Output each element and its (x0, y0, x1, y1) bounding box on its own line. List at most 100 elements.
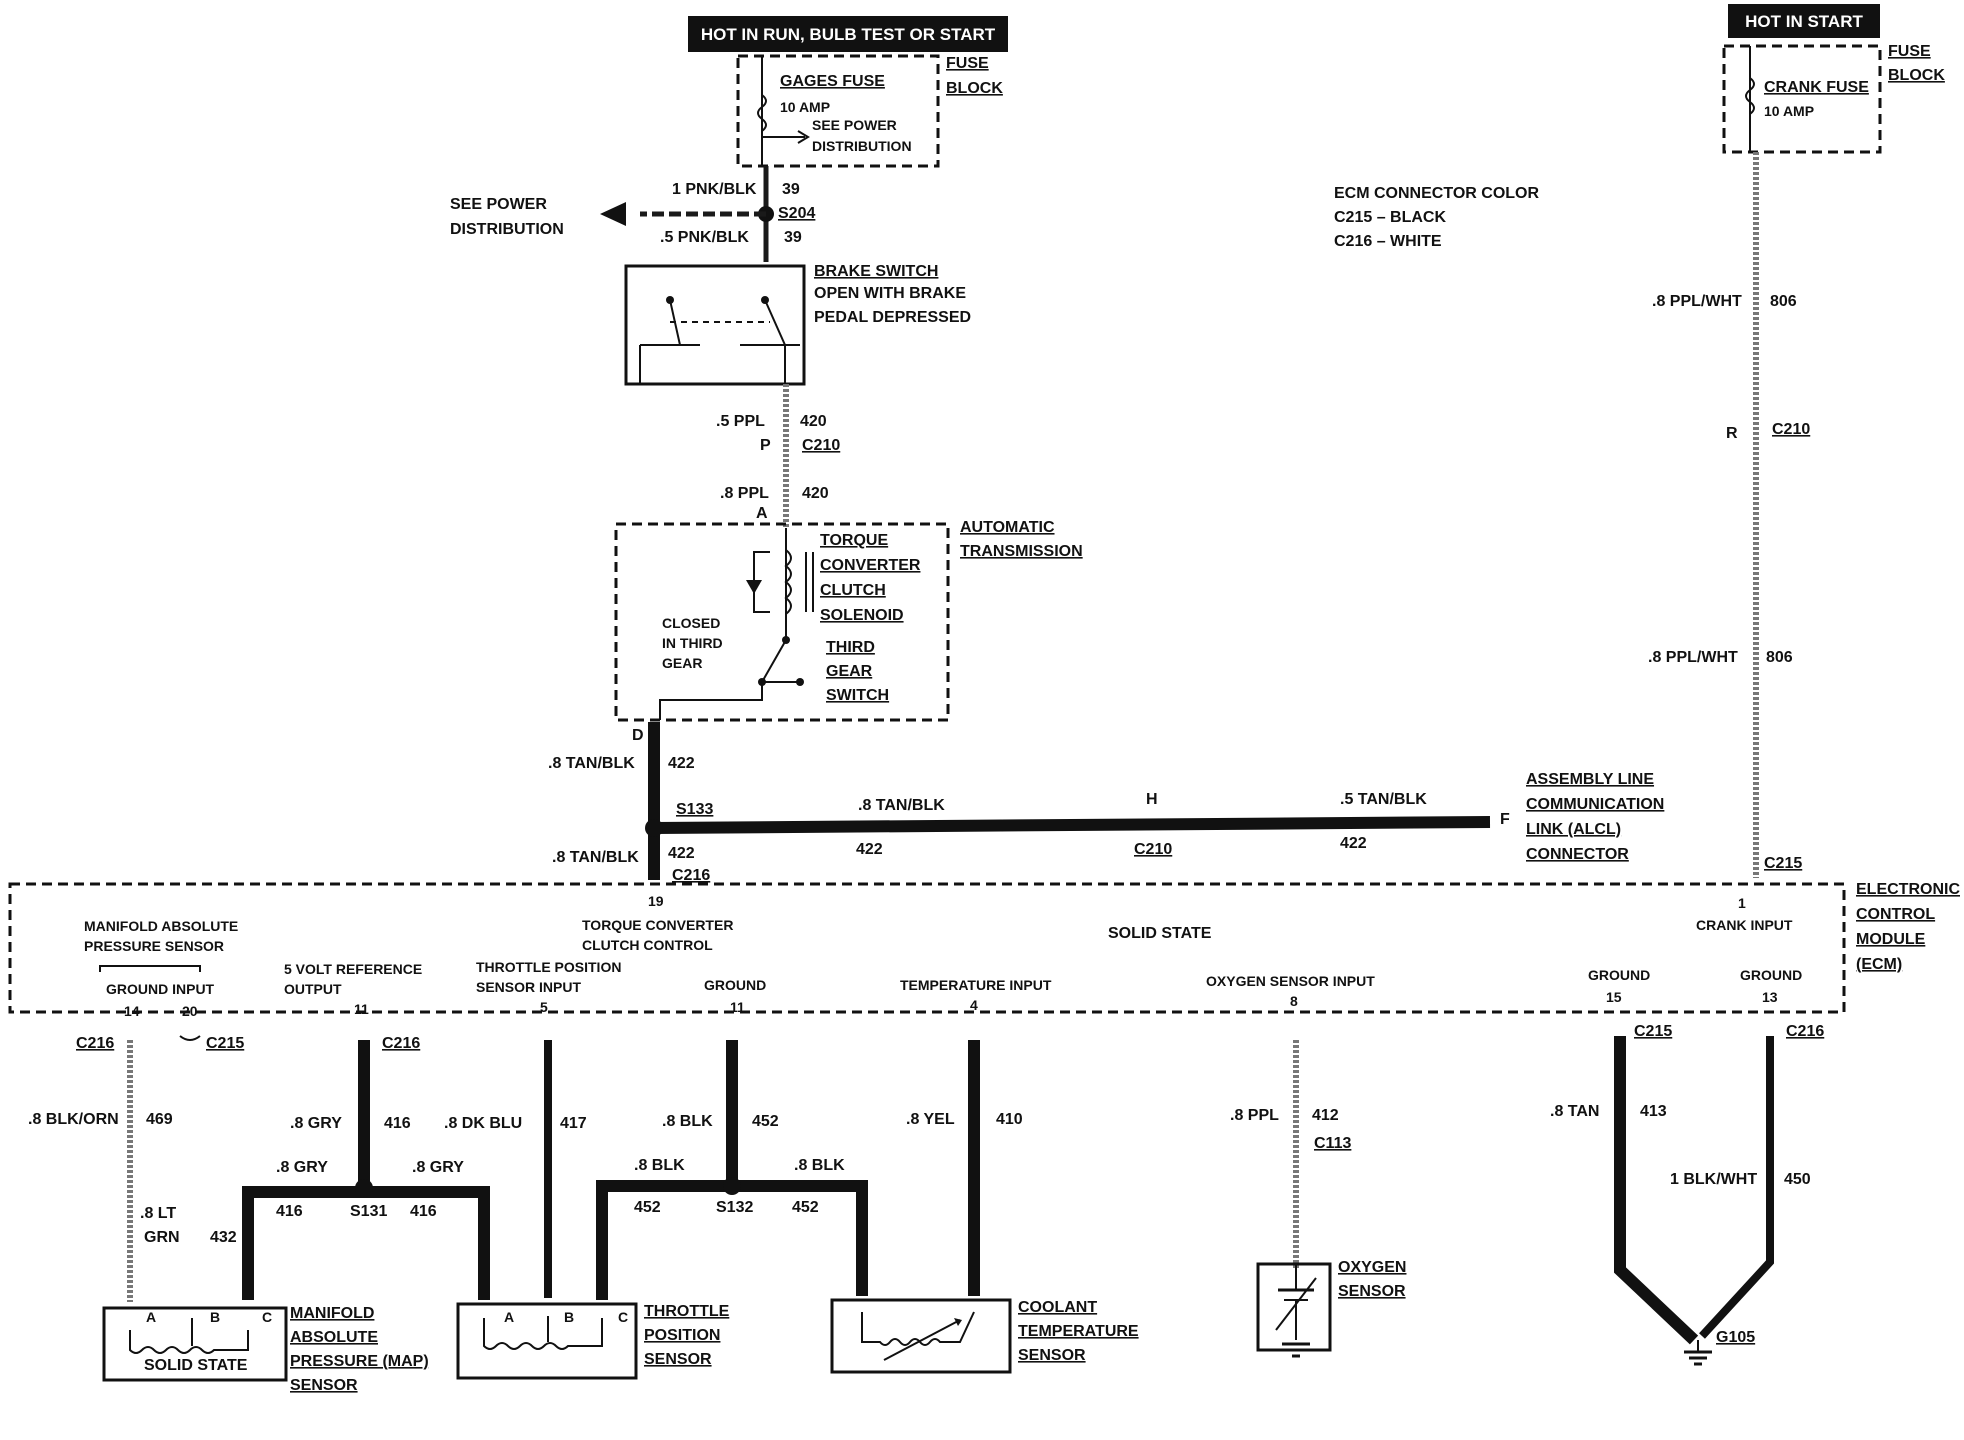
wire-label-5-pnk-blk: .5 PNK/BLK (660, 229, 749, 246)
cts-label-2: TEMPERATURE (1018, 1323, 1139, 1340)
tcc-label-3: CLUTCH (820, 582, 886, 599)
wire-label-8-tan-blk-c: .8 TAN/BLK (552, 849, 639, 866)
o2-label-1: OXYGEN (1338, 1259, 1406, 1276)
ecm-label-3: MODULE (1856, 931, 1926, 948)
connector-c210b: C210 (1134, 841, 1172, 858)
map-pin-b: B (210, 1309, 220, 1325)
banner-hot-in-start-text: HOT IN START (1745, 12, 1863, 31)
wire-label-806b: 806 (1766, 649, 1793, 666)
connector-c215b: C215 (1634, 1023, 1672, 1040)
ecm-pin-5: 5 (540, 999, 548, 1015)
wire-label-8-tan-blk-b: .8 TAN/BLK (858, 797, 945, 814)
connector-p: P (760, 437, 771, 454)
wire-452: .8 BLK 452 .8 BLK .8 BLK 452 S132 452 (596, 1040, 868, 1300)
ground-icon (1282, 1342, 1310, 1358)
ecm-pin-19: 19 (648, 893, 664, 909)
wire-label-blk-orn: .8 BLK/ORN (28, 1111, 119, 1128)
ground-g105: G105 (1716, 1329, 1755, 1346)
auto-trans-label-1: AUTOMATIC (960, 519, 1055, 536)
splice-s204-label: S204 (778, 205, 815, 222)
third-gear-switch-1: THIRD (826, 639, 875, 656)
tps-pin-a: A (504, 1309, 514, 1325)
ecm-label-1: ELECTRONIC (1856, 881, 1960, 898)
wire-label-8-ppl-wht-b: .8 PPL/WHT (1648, 649, 1738, 666)
splice-s131-label: S131 (350, 1203, 387, 1220)
splice-s132 (723, 1177, 741, 1195)
wire-label-422c: 422 (1340, 835, 1367, 852)
wire-413-450: C215 C216 .8 TAN 413 1 BLK/WHT 450 G105 (1550, 1023, 1824, 1366)
wire-label-422d: 422 (668, 845, 695, 862)
wire-label-blk-c: .8 BLK (794, 1157, 845, 1174)
alcl-label-4: CONNECTOR (1526, 846, 1629, 863)
wire-label-1-pnk-blk: 1 PNK/BLK (672, 181, 757, 198)
ecm-tps-2: SENSOR INPUT (476, 979, 581, 995)
tps-label-3: SENSOR (644, 1351, 712, 1368)
closed-third-2: IN THIRD (662, 635, 723, 651)
throttle-position-sensor: A B C THROTTLE POSITION SENSOR (456, 1302, 730, 1380)
ecm-solid-state: SOLID STATE (1108, 925, 1212, 942)
wire-label-8-ppl-wht-a: .8 PPL/WHT (1652, 293, 1742, 310)
wire-label-469: 469 (146, 1111, 173, 1128)
alcl-connector: ASSEMBLY LINE COMMUNICATION LINK (ALCL) … (1526, 771, 1664, 863)
wire-label-452a: 452 (752, 1113, 779, 1130)
wire-label-416b: 416 (276, 1203, 303, 1220)
map-sensor: A B C SOLID STATE MANIFOLD ABSOLUTE PRES… (102, 1305, 429, 1394)
brake-switch: BRAKE SWITCH OPEN WITH BRAKE PEDAL DEPRE… (624, 263, 971, 386)
ecm-pin-11b: 11 (730, 999, 745, 1015)
splice-s132-label: S132 (716, 1199, 753, 1216)
ecm-connector-c215: C215 – BLACK (1334, 209, 1446, 226)
ecm-map-1: MANIFOLD ABSOLUTE (84, 918, 238, 934)
alcl-label-1: ASSEMBLY LINE (1526, 771, 1654, 788)
wire-410: .8 YEL 410 (906, 1040, 1023, 1296)
wire-label-39b: 39 (784, 229, 802, 246)
wire-422: D .8 TAN/BLK 422 S133 .8 TAN/BLK 422 H C… (548, 722, 1510, 884)
wire-label-lt-grn-1: .8 LT (140, 1205, 176, 1222)
brake-switch-label-1: BRAKE SWITCH (814, 263, 938, 280)
automatic-transmission: TORQUE CONVERTER CLUTCH SOLENOID CLOSED … (614, 519, 1083, 722)
tcc-label-1: TORQUE (820, 532, 888, 549)
wire-412: .8 PPL 412 C113 (1230, 1040, 1351, 1268)
wire-label-417: 417 (560, 1115, 587, 1132)
crank-fuse-amp: 10 AMP (1764, 103, 1814, 119)
wire-label-lt-grn-2: GRN (144, 1229, 180, 1246)
map-solid-state: SOLID STATE (144, 1357, 248, 1374)
brake-switch-label-3: PEDAL DEPRESSED (814, 309, 971, 326)
ecm-ground-c: GROUND (1740, 967, 1802, 983)
ecm-pin-11a: 11 (354, 1001, 369, 1017)
ecm-pin-13: 13 (1762, 989, 1778, 1005)
ecm-label-2: CONTROL (1856, 906, 1935, 923)
connector-d: D (632, 727, 644, 744)
connector-c113: C113 (1314, 1135, 1351, 1152)
wire-label-413: 413 (1640, 1103, 1667, 1120)
wire-420: .5 PPL 420 P C210 .8 PPL 420 A (716, 384, 840, 528)
ecm-tcc-1: TORQUE CONVERTER (582, 917, 733, 933)
banner-hot-in-start: HOT IN START (1728, 4, 1880, 38)
wire-label-39a: 39 (782, 181, 800, 198)
wire-469: C216 C215 .8 BLK/ORN 469 .8 LT GRN 432 (28, 1035, 244, 1302)
connector-c210c: C210 (1772, 421, 1810, 438)
third-gear-switch-2: GEAR (826, 663, 873, 680)
wire-label-gry-c: .8 GRY (412, 1159, 464, 1176)
ecm-connector-color-title: ECM CONNECTOR COLOR (1334, 185, 1539, 202)
wire-label-5-tan-blk: .5 TAN/BLK (1340, 791, 1427, 808)
alcl-label-3: LINK (ALCL) (1526, 821, 1621, 838)
wire-label-yel: .8 YEL (906, 1111, 955, 1128)
banner-hot-in-run: HOT IN RUN, BULB TEST OR START (688, 16, 1008, 52)
coolant-temperature-sensor: COOLANT TEMPERATURE SENSOR (830, 1298, 1139, 1374)
ground-icon (1684, 1340, 1712, 1366)
ecm-ground-b: GROUND (1588, 967, 1650, 983)
connector-c216c: C216 (1786, 1023, 1824, 1040)
ecm-temp-input: TEMPERATURE INPUT (900, 977, 1052, 993)
crank-fuse-block-label-1: FUSE (1888, 43, 1931, 60)
ecm-module: ELECTRONIC CONTROL MODULE (ECM) SOLID ST… (8, 881, 1960, 1019)
wire-label-blk-wht: 1 BLK/WHT (1670, 1171, 1757, 1188)
wire-label-410: 410 (996, 1111, 1023, 1128)
ecm-pin-8: 8 (1290, 993, 1298, 1009)
ecm-pin-4: 4 (970, 997, 978, 1013)
ecm-ground-input: GROUND INPUT (106, 981, 215, 997)
connector-r: R (1726, 425, 1738, 442)
alcl-label-2: COMMUNICATION (1526, 796, 1664, 813)
see-power-dist-2: DISTRIBUTION (450, 221, 564, 238)
auto-trans-label-2: TRANSMISSION (960, 543, 1083, 560)
